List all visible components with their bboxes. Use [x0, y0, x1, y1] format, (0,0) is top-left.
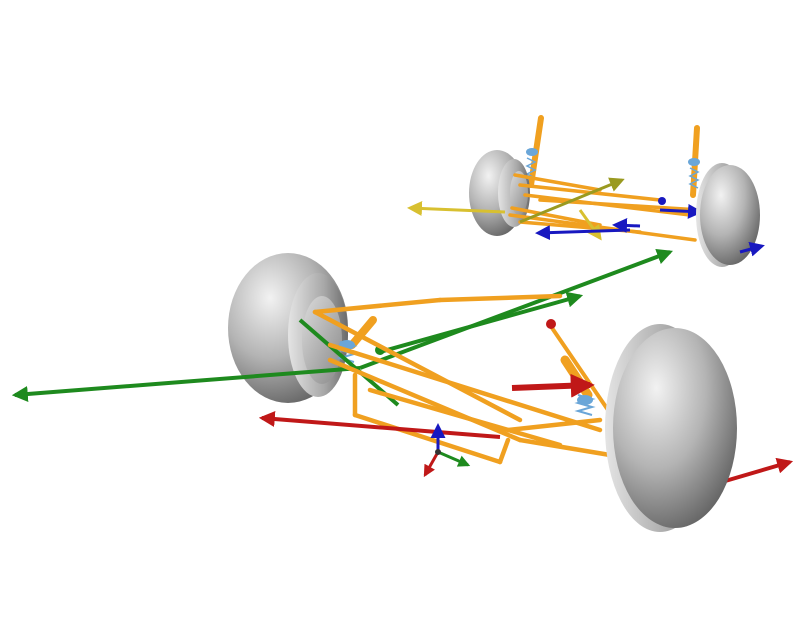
front-right-strut-assembly — [546, 319, 610, 416]
green-vector-lateral — [11, 366, 361, 402]
coordinate-axes — [423, 423, 471, 478]
green-force-vectors — [11, 248, 673, 407]
rear-right-wheel[interactable] — [696, 163, 760, 267]
rear-right-joint — [658, 197, 666, 205]
axis-x-red — [423, 451, 440, 478]
axis-y-green — [437, 450, 471, 467]
green-vector-arm — [298, 318, 400, 407]
front-control-arms — [312, 293, 613, 465]
rear-blue-vector-center — [535, 225, 631, 241]
green-vector-upper — [379, 291, 584, 354]
rear-yellow-vector-right — [578, 209, 602, 241]
rear-right-blue-vector — [739, 241, 765, 257]
rear-left-spring-seat — [526, 148, 538, 156]
rear-right-spring — [688, 167, 700, 189]
front-right-wheel[interactable] — [605, 324, 737, 532]
green-vector-diagonal — [359, 248, 673, 370]
red-vector-upper — [511, 373, 595, 398]
rear-left-spring — [525, 157, 537, 179]
front-left-wheel[interactable] — [228, 253, 348, 403]
rear-blue-vector-hub2 — [612, 217, 641, 233]
rear-suspension — [407, 115, 765, 267]
rear-blue-vector-hub — [659, 203, 703, 219]
red-vector-lateral — [258, 411, 501, 439]
rear-olive-vector — [519, 177, 625, 224]
rear-yellow-vector-left — [407, 201, 506, 216]
rear-right-spring-seat — [688, 158, 700, 166]
